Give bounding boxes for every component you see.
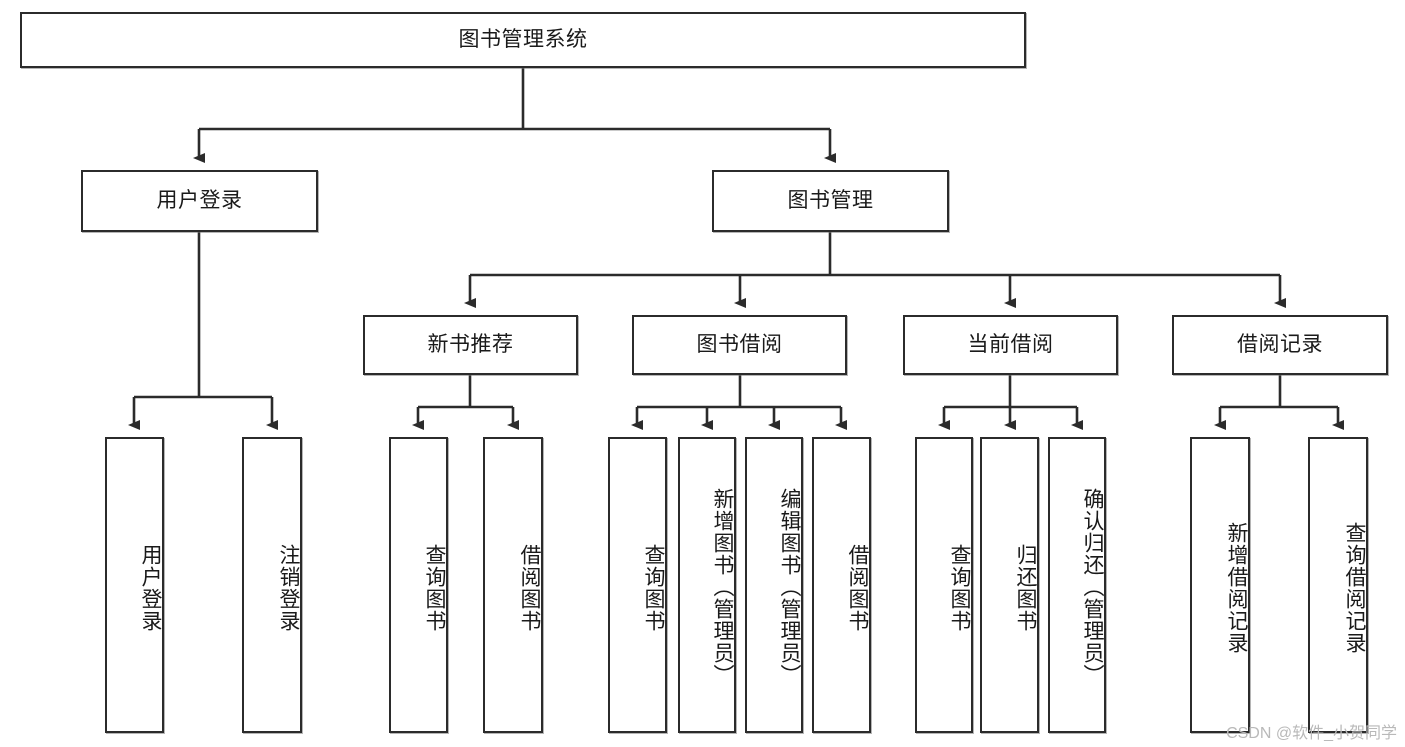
csdn-watermark: CSDN @软件_小贺同学 [1226,725,1397,742]
node-current-borrow[interactable]: 当前借阅 [903,315,1118,375]
leaf-book-borrow-query[interactable]: 查询图书 [608,437,667,733]
node-book-borrow[interactable]: 图书借阅 [632,315,847,375]
leaf-user-login-login[interactable]: 用户登录 [105,437,164,733]
leaf-current-borrow-query[interactable]: 查询图书 [915,437,973,733]
node-book-management[interactable]: 图书管理 [712,170,949,232]
node-user-login[interactable]: 用户登录 [81,170,318,232]
node-new-book-recommend[interactable]: 新书推荐 [363,315,578,375]
leaf-current-borrow-confirm-return[interactable]: 确认归还（管理员） [1048,437,1106,733]
leaf-book-borrow-edit[interactable]: 编辑图书（管理员） [745,437,803,733]
leaf-user-login-logout[interactable]: 注销登录 [242,437,302,733]
leaf-borrow-record-add[interactable]: 新增借阅记录 [1190,437,1250,733]
leaf-current-borrow-return[interactable]: 归还图书 [980,437,1039,733]
leaf-borrow-record-query[interactable]: 查询借阅记录 [1308,437,1368,733]
leaf-new-book-borrow[interactable]: 借阅图书 [483,437,543,733]
node-borrow-record[interactable]: 借阅记录 [1172,315,1388,375]
leaf-book-borrow-borrow[interactable]: 借阅图书 [812,437,871,733]
leaf-book-borrow-add[interactable]: 新增图书（管理员） [678,437,736,733]
node-root-system[interactable]: 图书管理系统 [20,12,1026,68]
leaf-new-book-query[interactable]: 查询图书 [389,437,448,733]
